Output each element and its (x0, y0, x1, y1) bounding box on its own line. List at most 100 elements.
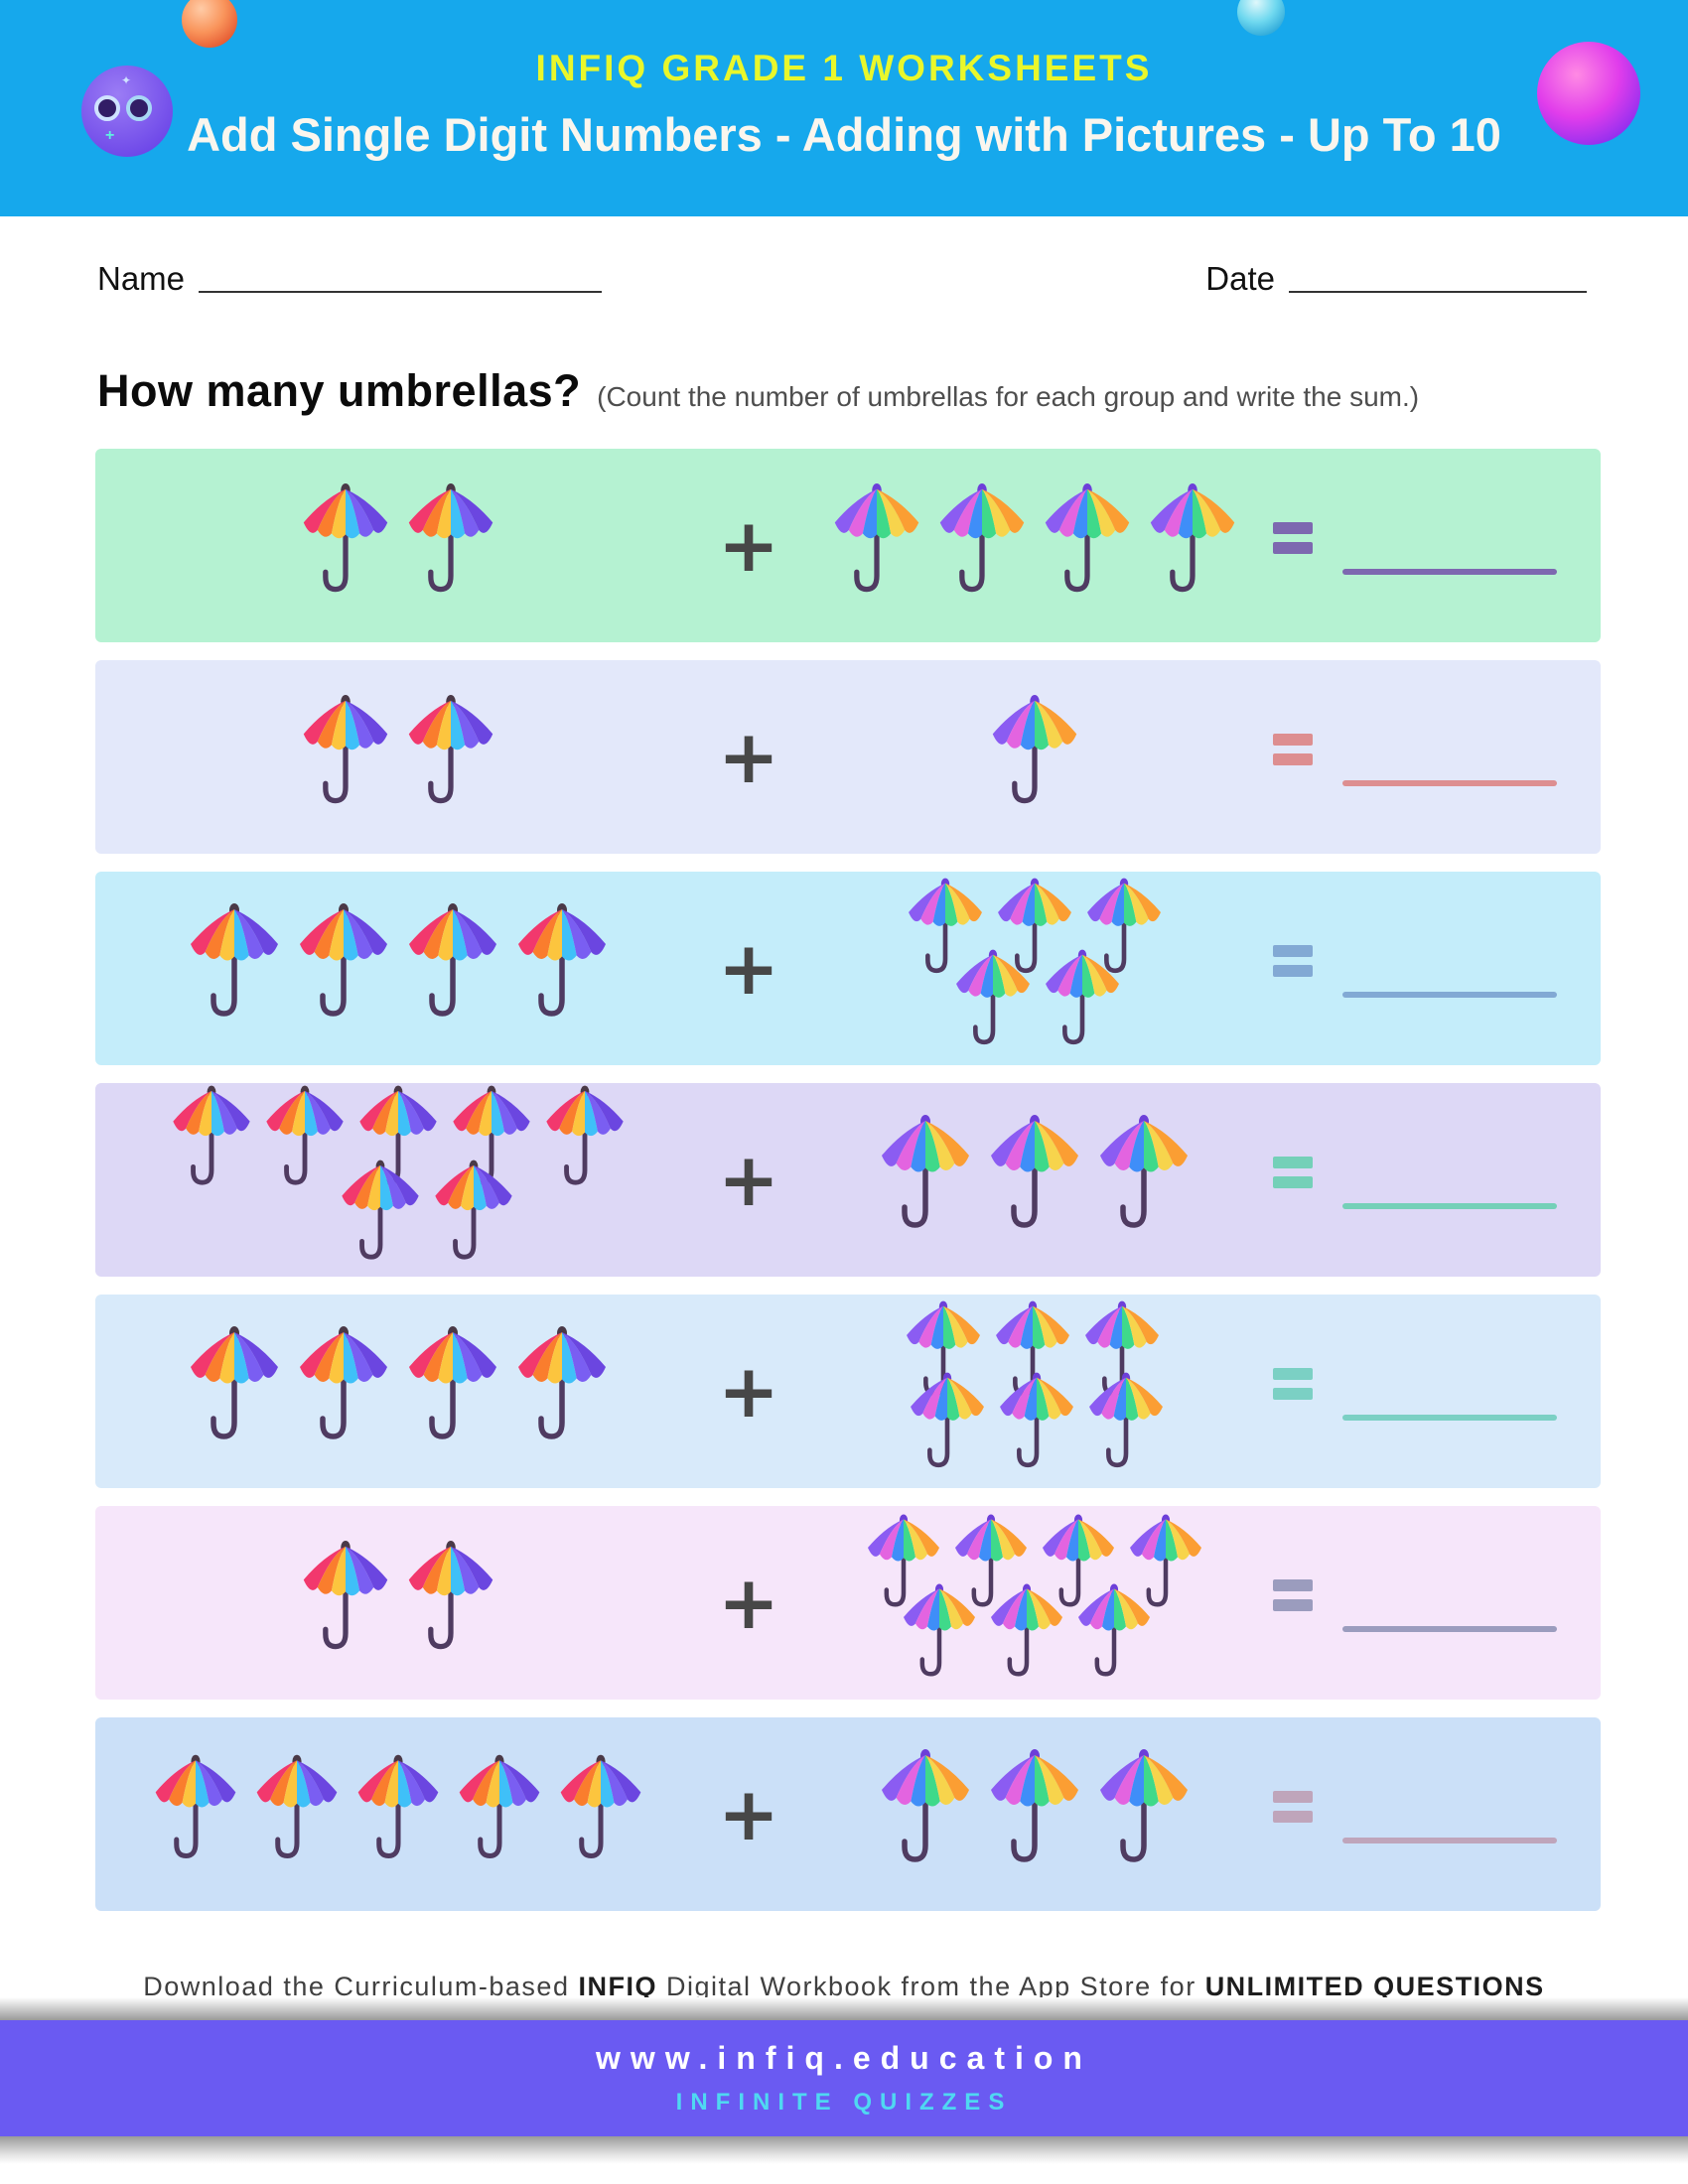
umbrella-icon (408, 694, 493, 803)
right-umbrella-group (829, 480, 1240, 612)
problem-row-2: + (95, 660, 1601, 854)
left-umbrella-group (185, 1323, 612, 1459)
umbrella-icon (955, 1514, 1027, 1607)
problem-row-6: + (95, 1506, 1601, 1700)
addend-left-zone (95, 872, 701, 1065)
umbrella-icon (300, 903, 387, 1017)
answer-blank-line[interactable] (1342, 1414, 1557, 1421)
umbrella-icon (1150, 482, 1235, 592)
umbrella-icon (191, 1326, 278, 1439)
equals-zone (1273, 1717, 1585, 1911)
worksheet-title: Add Single Digit Numbers - Adding with P… (187, 108, 1501, 161)
plus-sign: + (717, 1771, 779, 1857)
umbrella-icon (991, 1583, 1062, 1677)
answer-blank-line[interactable] (1342, 1625, 1557, 1632)
date-input-line[interactable] (1289, 291, 1587, 293)
left-umbrella-group (185, 900, 612, 1036)
umbrella-icon (459, 1754, 540, 1858)
addend-left-zone (95, 1506, 701, 1700)
decor-sphere-cyan (1237, 0, 1285, 36)
umbrella-icon (868, 1514, 939, 1607)
equals-sign (1273, 1367, 1313, 1400)
footer-tagline: INFINITE QUIZZES (675, 2089, 1013, 2116)
problem-row-7: + (95, 1717, 1601, 1911)
date-group: Date (1205, 260, 1587, 298)
umbrella-icon (907, 1300, 980, 1396)
left-umbrella-group (168, 1083, 629, 1278)
umbrella-icon (409, 1326, 496, 1439)
answer-blank-line[interactable] (1342, 991, 1557, 998)
logo-lens-icon (126, 95, 152, 121)
decor-sphere-orange (182, 0, 237, 48)
problem-row-5: + (95, 1295, 1601, 1488)
umbrella-icon (303, 694, 388, 803)
logo-star-icon: ✦ (121, 73, 132, 87)
equals-sign (1273, 521, 1313, 554)
equals-sign (1273, 1578, 1313, 1611)
promo-highlight: UNLIMITED QUESTIONS (1204, 1972, 1545, 2001)
promo-part: Digital Workbook from the App Store for (656, 1972, 1205, 2001)
infiq-logo-icon: + ✦ (81, 66, 173, 157)
answer-blank-line[interactable] (1342, 1837, 1557, 1843)
promo-part: Download the Curriculum-based (143, 1972, 579, 2001)
umbrella-icon (408, 1540, 493, 1649)
addend-right-zone (796, 1083, 1273, 1277)
addend-right-zone (796, 660, 1273, 854)
umbrella-icon (1130, 1514, 1201, 1607)
website-url[interactable]: www.infiq.education (596, 2040, 1092, 2076)
addend-left-zone (95, 1083, 701, 1277)
equals-zone (1273, 660, 1585, 854)
umbrella-icon (834, 482, 919, 592)
question-title: How many umbrellas? (97, 365, 582, 416)
umbrella-icon (1045, 482, 1130, 592)
problems-list: +++++++ (95, 449, 1601, 1929)
footer-band: www.infiq.education INFINITE QUIZZES (0, 2020, 1688, 2136)
umbrella-icon (409, 903, 496, 1017)
left-umbrella-group (298, 1538, 498, 1669)
right-umbrella-group (863, 1512, 1206, 1694)
plus-sign: + (717, 714, 779, 800)
plus-sign: + (717, 1348, 779, 1434)
problem-row-3: + (95, 872, 1601, 1065)
metallic-divider-top (0, 1997, 1688, 2020)
umbrella-icon (1089, 1372, 1163, 1467)
name-input-line[interactable] (199, 291, 603, 293)
umbrella-icon (357, 1754, 439, 1858)
umbrella-icon (1078, 1583, 1150, 1677)
umbrella-icon (300, 1326, 387, 1439)
plus-sign: + (717, 1137, 779, 1223)
equals-zone (1273, 1295, 1585, 1488)
name-date-row: Name Date (97, 260, 1587, 298)
addend-left-zone (95, 660, 701, 854)
answer-blank-line[interactable] (1342, 779, 1557, 786)
umbrella-icon (991, 1115, 1078, 1228)
addend-right-zone (796, 1506, 1273, 1700)
umbrella-icon (155, 1754, 236, 1858)
addend-right-zone (796, 1295, 1273, 1488)
umbrella-icon (991, 1749, 1078, 1862)
metallic-divider-bottom (0, 2136, 1688, 2164)
umbrella-icon (303, 1540, 388, 1649)
umbrella-icon (303, 482, 388, 592)
umbrella-icon (882, 1115, 969, 1228)
equals-sign (1273, 944, 1313, 977)
equals-zone (1273, 449, 1585, 642)
umbrella-icon (1043, 1514, 1114, 1607)
addend-left-zone (95, 1717, 701, 1911)
answer-blank-line[interactable] (1342, 568, 1557, 575)
date-label: Date (1205, 260, 1275, 297)
problem-row-4: + (95, 1083, 1601, 1277)
umbrella-icon (518, 1326, 606, 1439)
promo-text: Download the Curriculum-based INFIQ Digi… (0, 1972, 1688, 2002)
umbrella-icon (882, 1749, 969, 1862)
umbrella-icon (560, 1754, 641, 1858)
umbrella-icon (256, 1754, 338, 1858)
umbrella-icon (956, 949, 1030, 1044)
right-umbrella-group (876, 1746, 1194, 1882)
right-umbrella-group (904, 876, 1166, 1062)
answer-blank-line[interactable] (1342, 1202, 1557, 1209)
plus-sign: + (717, 1560, 779, 1646)
header-banner: + ✦ INFIQ GRADE 1 WORKSHEETS Add Single … (0, 0, 1688, 216)
equals-zone (1273, 1506, 1585, 1700)
